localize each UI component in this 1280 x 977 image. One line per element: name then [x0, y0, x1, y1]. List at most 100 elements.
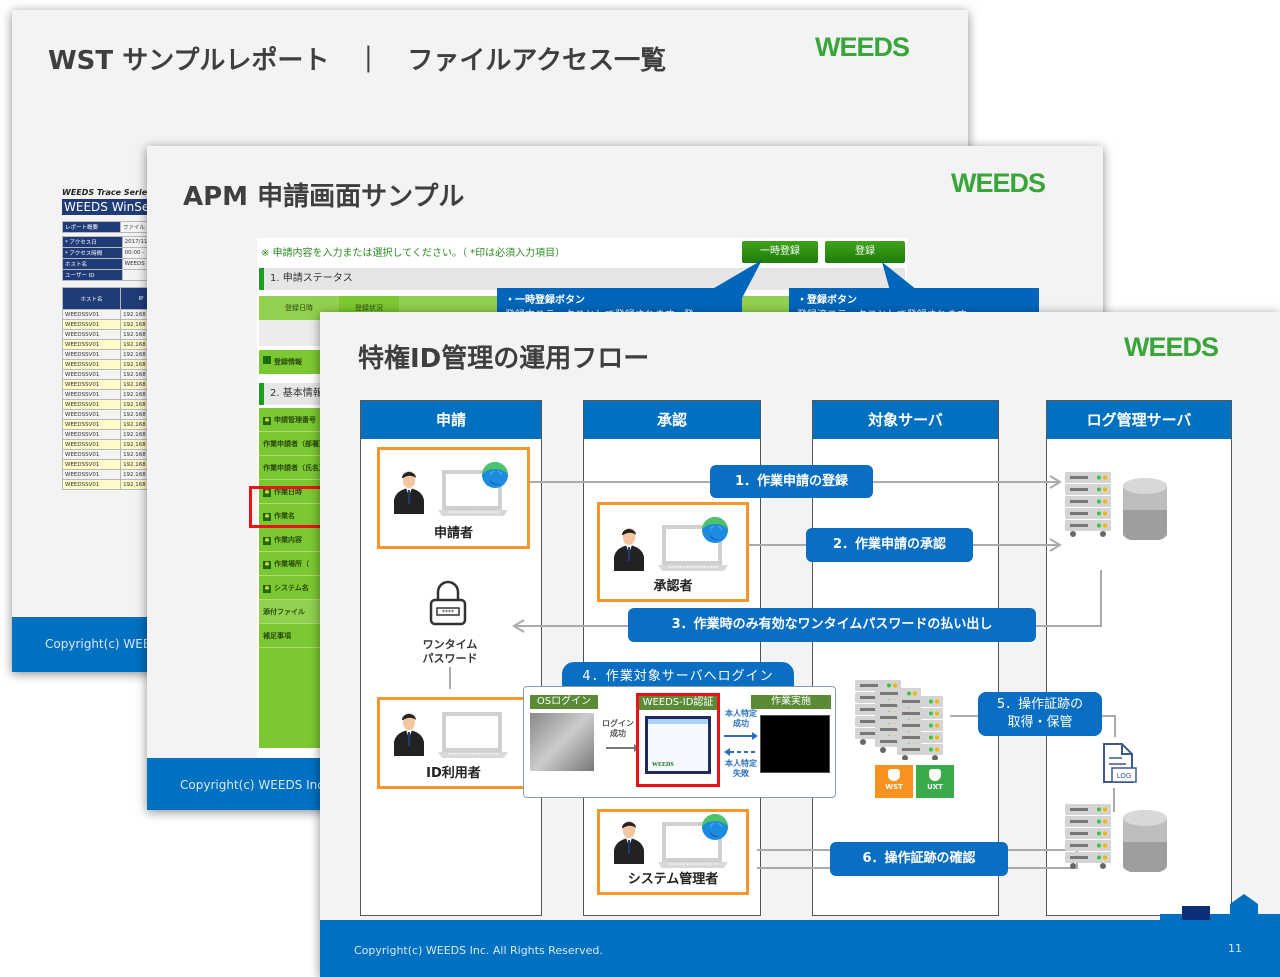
slide-title: APM 申請画面サンプル: [183, 182, 465, 212]
connector-otp: [449, 667, 451, 689]
cell-host: WEEDSSV01: [61, 419, 122, 430]
badge-label: WST: [885, 783, 903, 791]
report-series: WEEDS Trace Series: [62, 188, 152, 197]
report-thumbnail: WEEDS Trace Series WEEDS WinServer レポート概…: [61, 188, 163, 490]
otp-label-line: パスワード: [422, 652, 478, 665]
dialog-titlebar: [648, 719, 708, 724]
padlock-icon: ****: [429, 580, 467, 626]
uxt-badge: UXT: [916, 765, 954, 798]
id-fail-label: 本人特定 失敗: [722, 759, 760, 779]
filter-label: * アクセス日: [62, 236, 123, 248]
lane-header: 承認: [584, 401, 760, 439]
log-server-icon-2: [1065, 802, 1175, 876]
laptop-icon: [658, 820, 728, 874]
callout-title: ・登録ボタン: [797, 295, 857, 306]
highlight-work-datetime: [249, 486, 329, 528]
actor-label: システム管理者: [627, 872, 719, 887]
field-label-text: 作業名: [274, 512, 295, 520]
log-server-icon-1: [1065, 470, 1175, 544]
form-field-label: 補足事項: [259, 624, 329, 648]
badge-label: UXT: [927, 783, 943, 791]
field-label-text: 作業申請者（部署）: [263, 440, 326, 448]
os-login-screenshot: [530, 713, 594, 771]
field-label-text: 作業日時: [274, 488, 302, 496]
actor-label: 承認者: [653, 579, 693, 594]
cell-host: WEEDSSV01: [61, 449, 122, 460]
actor-label: 申請者: [433, 526, 473, 541]
form-field-label: 作業申請者（部署）: [259, 432, 329, 456]
required-icon: ✱: [263, 585, 271, 593]
log-label: LOG: [1117, 772, 1132, 780]
cell-host: WEEDSSV01: [61, 479, 122, 490]
cell-host: WEEDSSV01: [61, 389, 122, 400]
arrow-left-dashed-icon: [724, 748, 758, 756]
shield-icon: [929, 769, 941, 781]
cell-host: WEEDSSV01: [61, 459, 122, 470]
step-2-label: 2．作業申請の承認: [806, 528, 973, 562]
cell-host: WEEDSSV01: [61, 469, 122, 480]
required-icon: ✱: [263, 513, 271, 521]
arrow-right-icon: [606, 744, 640, 752]
cell-host: WEEDSSV01: [61, 319, 122, 330]
lane-header: 申請: [361, 401, 541, 439]
cell-host: WEEDSSV01: [61, 439, 122, 450]
id-success-label: 本人特定 成功: [722, 709, 760, 729]
temp-save-button[interactable]: 一時登録: [742, 241, 818, 263]
weeds-logo: WEEDS: [951, 168, 1046, 198]
weeds-id-dialog: WEEDS: [645, 716, 711, 774]
text-line: 本人特定: [725, 709, 757, 718]
cell-host: WEEDSSV01: [61, 339, 122, 350]
cell-host: WEEDSSV01: [61, 359, 122, 370]
work-desktop-screenshot: [760, 715, 830, 773]
summary-label: レポート概要: [62, 221, 121, 233]
step-3-label: 3．作業時のみ有効なワンタイムパスワードの払い出し: [628, 608, 1036, 642]
required-icon: ✱: [263, 489, 271, 497]
field-label-text: 添付ファイル: [263, 608, 305, 616]
actor-approver: 承認者: [597, 502, 749, 602]
callout-title: ・一時登録ボタン: [505, 295, 585, 306]
field-label-text: 作業内容: [274, 536, 302, 544]
form-field-label: ✱申請管理番号: [259, 408, 329, 432]
copyright: Copyright(c) WEEDS Inc. All Rights Reser…: [354, 944, 603, 957]
report-summary-table: レポート概要ファイル: [62, 221, 163, 233]
field-label-text: システム名: [274, 584, 309, 592]
shield-icon: [888, 769, 900, 781]
svg-text:****: ****: [442, 609, 454, 616]
filter-label: * アクセス時間: [62, 247, 123, 259]
reg-info-row: 登録情報: [259, 350, 329, 374]
otp-label: ワンタイム パスワード: [400, 638, 500, 666]
decorative-house-shape: [1160, 894, 1280, 922]
text-line: 本人特定: [725, 759, 757, 768]
weeds-id-auth-label: WEEDS-ID認証: [639, 696, 717, 710]
text-line: 成功: [733, 719, 749, 728]
form-field-label: ✱作業日時: [259, 480, 329, 504]
connector-log: [1113, 788, 1115, 812]
person-icon: [614, 820, 644, 868]
reg-info-label: 登録情報: [274, 358, 302, 366]
step-1-label: 1．作業申請の登録: [710, 465, 873, 498]
lane-header: ログ管理サーバ: [1047, 401, 1231, 439]
person-icon: [394, 712, 424, 760]
login-process-panel: OSログイン ログイン 成功 WEEDS-ID認証 WEEDS 本人特定 成功 …: [523, 686, 836, 798]
text-line: 成功: [610, 729, 626, 738]
form-field-label: 添付ファイル: [259, 600, 329, 624]
edge-browser-icon: [480, 460, 510, 494]
weeds-logo: WEEDS: [815, 32, 910, 62]
actor-label: ID利用者: [426, 766, 481, 781]
filter-label: ユーザー ID: [62, 269, 123, 281]
os-login-label: OSログイン: [530, 695, 598, 709]
form-field-label: ✱作業内容: [259, 528, 329, 552]
required-icon: ✱: [263, 537, 271, 545]
step-5-label: 5．操作証跡の 取得・保管: [978, 692, 1102, 736]
save-button[interactable]: 登録: [825, 241, 905, 263]
person-icon: [394, 470, 424, 518]
page-number: 11: [1228, 942, 1242, 955]
text-line: ログイン: [602, 719, 634, 728]
field-label-text: 作業申請者（氏名）: [263, 464, 326, 472]
required-icon: ✱: [263, 561, 271, 569]
actor-applicant: 申請者: [377, 447, 530, 549]
field-label-text: 申請管理番号: [274, 416, 316, 424]
actor-sysadmin: システム管理者: [597, 809, 749, 895]
